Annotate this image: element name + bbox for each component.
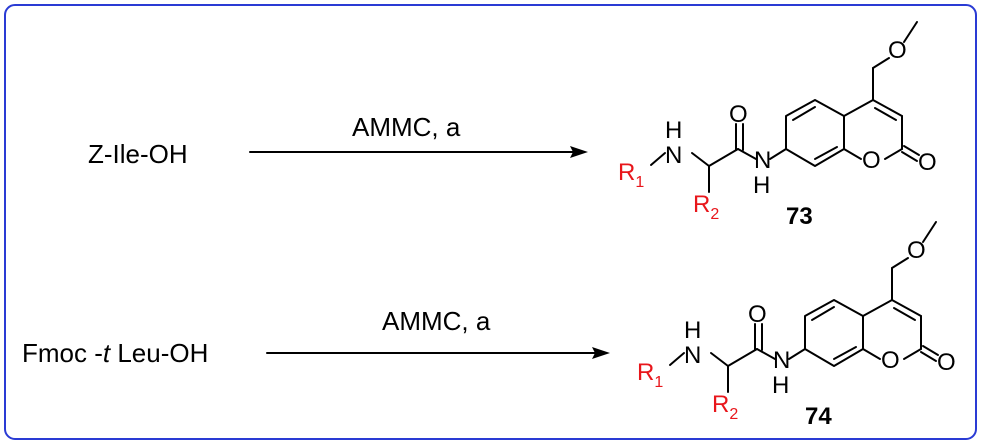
- reactant-label: Z-Ile-OH: [88, 139, 188, 169]
- amide-nitrogen: N: [773, 347, 790, 374]
- r2-substituent: R2: [712, 391, 738, 423]
- r2-substituent: R2: [693, 191, 719, 223]
- amide-nitrogen: N: [754, 147, 771, 174]
- ring-oxygen: O: [862, 147, 881, 174]
- nh-hydrogen: H: [684, 317, 701, 344]
- amide-hydrogen: H: [753, 172, 770, 199]
- reaction-arrow: [266, 347, 610, 359]
- product-structure: H N N H O O O O R1 R2: [637, 221, 956, 423]
- coumarin-bonds: [804, 221, 939, 367]
- ether-oxygen: O: [907, 237, 926, 264]
- coumarin-bonds: [785, 21, 920, 167]
- reaction-2: Fmoc -t Leu-OH AMMC, a: [22, 221, 956, 430]
- compound-number: 73: [786, 203, 813, 230]
- reaction-arrow: [249, 146, 588, 158]
- carbonyl-oxygen: O: [729, 101, 748, 128]
- carbonyl-oxygen: O: [748, 301, 767, 328]
- nh-hydrogen: H: [665, 117, 682, 144]
- scheme-frame: [4, 4, 977, 440]
- ether-oxygen: O: [888, 37, 907, 64]
- reagent-label: AMMC, a: [382, 306, 491, 336]
- r1-substituent: R1: [618, 159, 644, 191]
- product-structure: H N N H O O O O R1 R2: [618, 21, 937, 223]
- chain-bonds: [669, 323, 806, 393]
- nh-nitrogen: N: [684, 342, 701, 369]
- nh-nitrogen: N: [665, 142, 682, 169]
- reaction-1: Z-Ile-OH AMMC, a: [88, 21, 937, 230]
- ring-oxygen: O: [881, 347, 900, 374]
- compound-number: 74: [805, 403, 832, 430]
- chain-bonds: [650, 123, 787, 193]
- reactant-label: Fmoc -t Leu-OH: [22, 338, 208, 368]
- amide-hydrogen: H: [772, 372, 789, 399]
- lactone-oxygen: O: [918, 149, 937, 176]
- r1-substituent: R1: [637, 359, 663, 391]
- reagent-label: AMMC, a: [352, 112, 461, 142]
- lactone-oxygen: O: [937, 349, 956, 376]
